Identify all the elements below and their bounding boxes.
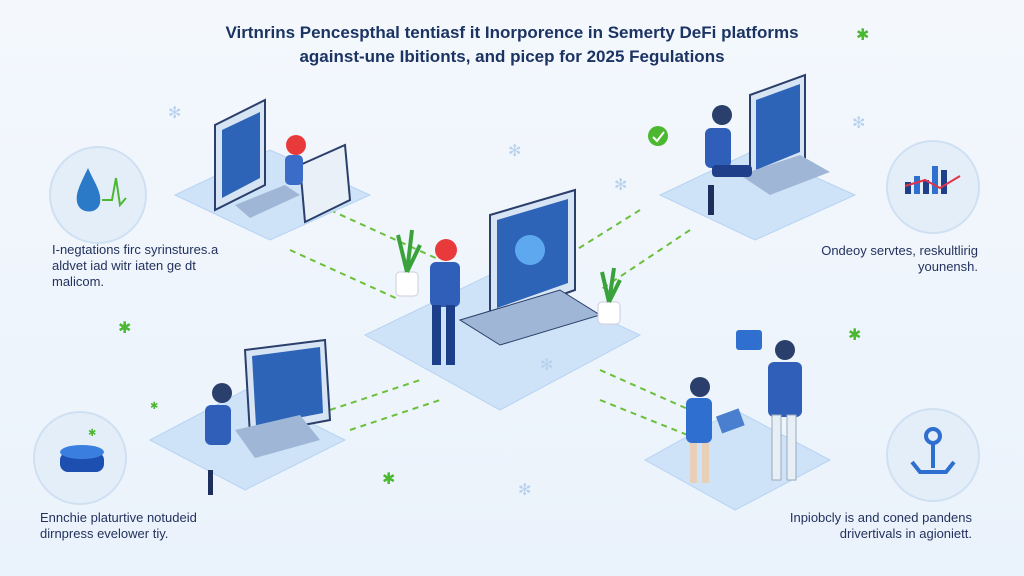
caption-top-right: Ondeoy servtes, reskultlirig younensh. — [821, 243, 978, 275]
svg-text:✱: ✱ — [118, 320, 131, 337]
svg-text:✻: ✻ — [518, 482, 531, 499]
workstation-top-right — [705, 73, 830, 215]
caption-bottom-left: Ennchie platurtive notudeid dirnpress ev… — [40, 510, 197, 542]
svg-text:✻: ✻ — [168, 105, 181, 122]
info-circle-top-left — [49, 146, 147, 244]
svg-text:✱: ✱ — [848, 327, 861, 344]
caption-line: Inpiobcly is and coned pandens — [789, 510, 972, 525]
svg-text:✱: ✱ — [856, 27, 869, 44]
svg-text:✻: ✻ — [852, 115, 865, 132]
svg-text:✱: ✱ — [382, 471, 395, 488]
workstation-center — [395, 188, 622, 365]
workstation-top-left — [214, 98, 352, 224]
people-bottom-right — [686, 330, 802, 483]
anchor-person-icon — [910, 427, 956, 474]
check-badge-icon — [648, 126, 668, 146]
caption-line: I-negtations firc syrinstures.a — [52, 242, 219, 257]
bar-chart-icon — [904, 166, 961, 194]
water-drop-icon — [76, 168, 101, 212]
caption-bottom-right: Inpiobcly is and coned pandens drivertiv… — [790, 510, 972, 542]
router-device-icon — [60, 445, 104, 472]
plant-icon — [395, 229, 422, 297]
svg-text:✱: ✱ — [88, 428, 96, 439]
caption-line: aldvet iad witr iaten ge dt — [52, 258, 196, 273]
workstation-bottom-left — [205, 338, 332, 495]
sparkle-decorations: ✱ ✱ ✱ ✱ ✱ ✱ — [88, 27, 869, 488]
svg-text:✻: ✻ — [508, 143, 521, 160]
caption-top-left: I-negtations firc syrinstures.a aldvet i… — [52, 242, 218, 290]
info-circle-top-right — [886, 140, 980, 234]
plant-icon — [597, 267, 622, 325]
caption-line: Ennchie platurtive notudeid — [40, 510, 197, 525]
info-circle-bottom-right — [886, 408, 980, 502]
caption-line: malicom. — [52, 274, 105, 289]
svg-text:✻: ✻ — [540, 357, 553, 374]
snowflake-decorations: ✻ ✻ ✻ ✻ ✻ ✻ — [168, 105, 865, 499]
caption-line: younensh. — [918, 259, 978, 274]
info-circle-bottom-left — [33, 411, 127, 505]
caption-line: Ondeoy servtes, reskultlirig — [821, 243, 978, 258]
caption-line: dirnpress evelower tiy. — [40, 526, 169, 541]
caption-line: drivertivals in agioniett. — [839, 526, 972, 541]
page-title-line-2: against-une Ibitionts, and picep for 202… — [299, 47, 725, 66]
svg-text:✻: ✻ — [614, 177, 627, 194]
svg-text:✱: ✱ — [150, 401, 158, 412]
page-title-line-1: Virtnrins Pencespthal tentiasf it Inorpo… — [225, 23, 799, 42]
